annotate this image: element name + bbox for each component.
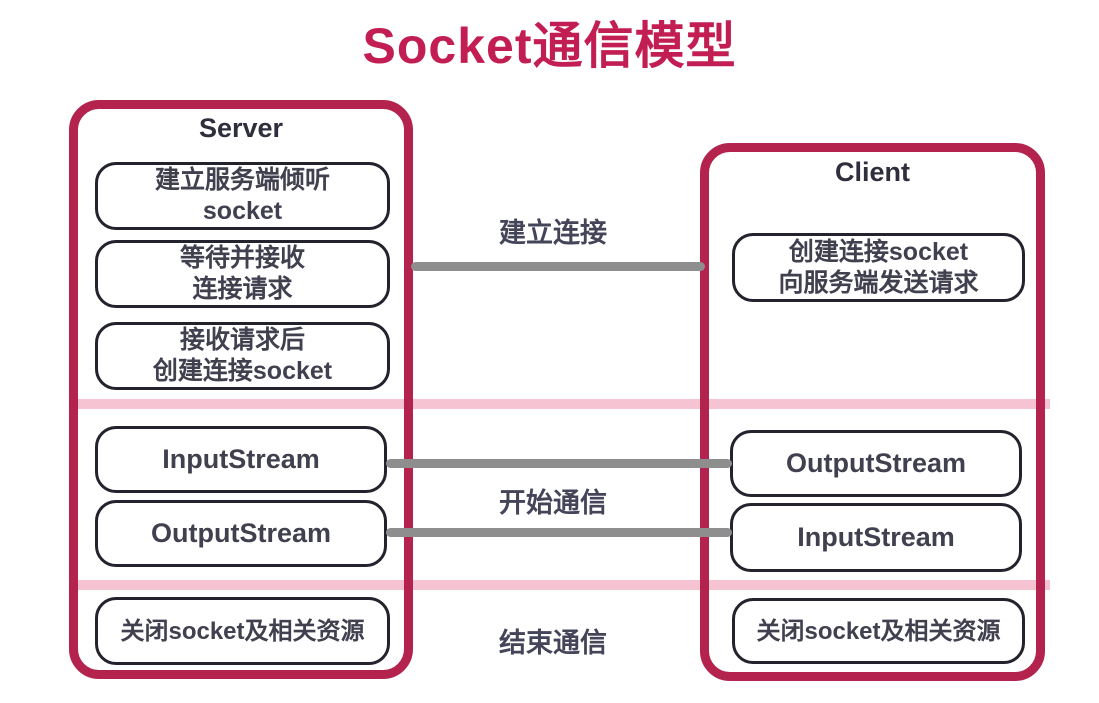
page-title: Socket通信模型 xyxy=(362,18,737,74)
server-label: Server xyxy=(198,113,284,143)
server-step-create-connection-socket: 接收请求后 创建连接socket xyxy=(95,322,390,390)
client-panel: Client 创建连接socket 向服务端发送请求 OutputStream … xyxy=(700,143,1045,681)
phase-divider-communicate-end xyxy=(72,580,1050,590)
server-step-create-listen-socket: 建立服务端倾听 socket xyxy=(95,162,390,230)
step-text-line: 创建连接socket xyxy=(788,237,969,266)
step-text-line: 建立服务端倾听 xyxy=(154,166,330,194)
server-panel: Server 建立服务端倾听 socket 等待并接收 连接请求 接收请求后 创… xyxy=(69,100,413,679)
step-text-line: InputStream xyxy=(797,522,955,552)
step-text-line: OutputStream xyxy=(150,518,331,548)
step-text-line: InputStream xyxy=(162,444,320,474)
server-inputstream-box: InputStream xyxy=(95,426,387,493)
connection-label-establish: 建立连接 xyxy=(499,218,607,248)
step-text-line: OutputStream xyxy=(785,448,966,478)
step-text-line: 等待并接收 xyxy=(179,244,305,272)
step-text-line: 创建连接socket xyxy=(152,357,333,385)
step-text-line: 关闭socket及相关资源 xyxy=(120,617,365,645)
step-text-line: socket xyxy=(202,197,283,225)
phase-divider-establish-communicate xyxy=(72,399,1050,409)
connection-label-communicate: 开始通信 xyxy=(499,488,607,518)
client-step-create-socket-send-request: 创建连接socket 向服务端发送请求 xyxy=(732,233,1025,302)
connection-line-server-input-to-client-output xyxy=(386,459,732,468)
client-outputstream-box: OutputStream xyxy=(730,430,1022,497)
server-close-socket-box: 关闭socket及相关资源 xyxy=(95,597,390,665)
connection-line-establish xyxy=(411,262,705,271)
step-text-line: 关闭socket及相关资源 xyxy=(756,617,1001,645)
step-text-line: 连接请求 xyxy=(192,275,293,303)
step-text-line: 向服务端发送请求 xyxy=(778,268,979,297)
client-inputstream-box: InputStream xyxy=(730,503,1022,572)
connection-label-end: 结束通信 xyxy=(499,628,607,658)
client-close-socket-box: 关闭socket及相关资源 xyxy=(732,598,1025,664)
server-outputstream-box: OutputStream xyxy=(95,500,387,567)
step-text-line: 接收请求后 xyxy=(179,326,305,354)
connection-line-server-output-to-client-input xyxy=(386,528,732,537)
client-label: Client xyxy=(834,157,910,187)
server-step-wait-accept-request: 等待并接收 连接请求 xyxy=(95,240,390,308)
